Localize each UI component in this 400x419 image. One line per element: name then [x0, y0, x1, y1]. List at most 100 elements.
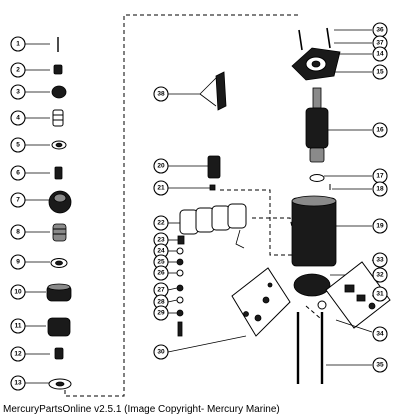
svg-text:16: 16 [376, 127, 384, 134]
callout-30: 30 [153, 344, 169, 360]
part-field-frame [291, 197, 337, 267]
svg-text:9: 9 [16, 259, 20, 266]
callout-35: 35 [372, 357, 388, 373]
callout-12: 12 [10, 346, 26, 362]
part-nut [53, 64, 63, 75]
svg-text:22: 22 [157, 220, 165, 227]
part-bearing-cap [47, 317, 71, 337]
callout-31: 31 [372, 286, 388, 302]
callout-20: 20 [153, 158, 169, 174]
part-screw [298, 29, 303, 51]
part-spring [52, 109, 64, 127]
middle-parts [167, 71, 247, 337]
part-small-screw [209, 184, 216, 191]
callout-32: 32 [372, 267, 388, 283]
part-collar [51, 85, 67, 99]
svg-text:3: 3 [16, 89, 20, 96]
svg-text:34: 34 [376, 331, 384, 338]
part-armature-washer [309, 174, 325, 182]
harness-path [252, 217, 301, 263]
callout-10: 10 [10, 284, 26, 300]
svg-text:21: 21 [157, 185, 165, 192]
copyright-caption: MercuryPartsOnline v2.5.1 (Image Copyrig… [3, 404, 280, 415]
part-screw [326, 27, 331, 49]
svg-text:15: 15 [376, 69, 384, 76]
svg-text:23: 23 [157, 237, 165, 244]
part-terminal [177, 235, 185, 245]
part-armature [305, 107, 329, 149]
callout-29: 29 [153, 305, 169, 321]
svg-text:12: 12 [14, 351, 22, 358]
part-commutator-cover [293, 273, 331, 297]
callout-1: 1 [10, 36, 26, 52]
svg-text:14: 14 [376, 51, 384, 58]
svg-text:4: 4 [16, 115, 20, 122]
callout-5: 5 [10, 137, 26, 153]
svg-text:29: 29 [157, 310, 165, 317]
svg-text:35: 35 [376, 362, 384, 369]
callout-36: 36 [372, 22, 388, 38]
svg-text:32: 32 [376, 272, 384, 279]
callout-11: 11 [10, 318, 26, 334]
part-armature-shaft [312, 87, 322, 109]
svg-text:2: 2 [16, 67, 20, 74]
callout-3: 3 [10, 84, 26, 100]
svg-text:38: 38 [157, 91, 165, 98]
part-retainer [54, 347, 64, 360]
svg-text:1: 1 [16, 41, 20, 48]
svg-text:6: 6 [16, 170, 20, 177]
svg-text:10: 10 [14, 289, 22, 296]
callout-2: 2 [10, 62, 26, 78]
callout-15: 15 [372, 64, 388, 80]
starter-group-path [220, 189, 300, 256]
assembly-path-line [64, 14, 300, 397]
svg-text:17: 17 [376, 173, 384, 180]
svg-text:30: 30 [157, 349, 165, 356]
part-insulator [176, 284, 184, 292]
part-nut-small [317, 300, 327, 310]
svg-text:19: 19 [376, 223, 384, 230]
callout-9: 9 [10, 254, 26, 270]
callout-4: 4 [10, 110, 26, 126]
svg-text:7: 7 [16, 197, 20, 204]
svg-text:11: 11 [15, 323, 22, 330]
callout-6: 6 [10, 165, 26, 181]
svg-text:25: 25 [157, 259, 165, 266]
callout-13: 13 [10, 375, 26, 391]
callout-17: 17 [372, 168, 388, 184]
svg-text:33: 33 [376, 257, 384, 264]
part-hex-nut [176, 258, 184, 266]
callout-34: 34 [372, 326, 388, 342]
callout-23: 23 [153, 232, 169, 248]
right-parts-assembly [167, 27, 391, 384]
part-washer-small [176, 296, 184, 304]
svg-text:37: 37 [376, 40, 384, 47]
callout-16: 16 [372, 122, 388, 138]
callout-33: 33 [372, 252, 388, 268]
part-brush-plate [231, 267, 291, 337]
part-brush-block [207, 155, 221, 179]
callout-21: 21 [153, 180, 169, 196]
callout-7: 7 [10, 192, 26, 208]
cover-path [305, 305, 321, 319]
svg-text:27: 27 [157, 287, 165, 294]
svg-text:28: 28 [157, 299, 165, 306]
part-bushing [54, 166, 63, 180]
callout-8: 8 [10, 224, 26, 240]
part-gasket-set [179, 203, 247, 235]
part-lockwasher [176, 247, 184, 255]
svg-text:24: 24 [157, 248, 165, 255]
callout-25: 25 [153, 254, 169, 270]
callout-18: 18 [372, 181, 388, 197]
part-drive-spring [52, 223, 67, 242]
svg-text:13: 13 [14, 380, 22, 387]
callout-22: 22 [153, 215, 169, 231]
svg-text:31: 31 [376, 291, 384, 298]
callout-26: 26 [153, 265, 169, 281]
part-flat-washer [176, 269, 184, 277]
callout-14: 14 [372, 46, 388, 62]
callout-27: 27 [153, 282, 169, 298]
svg-text:8: 8 [16, 229, 20, 236]
callout-numbers: 1 2 3 4 5 6 7 8 9 10 11 12 13 36 37 14 1… [10, 22, 388, 391]
